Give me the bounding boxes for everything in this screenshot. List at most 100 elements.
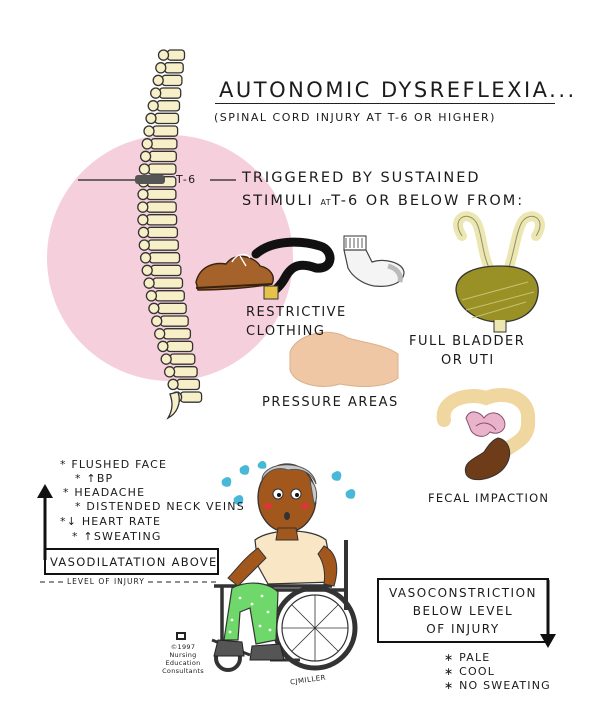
shoe-icon [195,253,274,291]
pressure-area-icon [289,331,399,387]
vertebra [179,391,203,403]
vertebra [152,125,179,137]
vertebra-process [163,366,176,378]
symptom-above-6: * ↑SWEATING [72,530,162,543]
vertebra [146,226,179,239]
vertebra [161,74,183,87]
vertebra-process [157,49,170,61]
trigger-line-1: TRIGGERED BY SUSTAINED [242,170,481,186]
vertebra [160,315,189,327]
vertebra-process [137,226,150,239]
vertebra-process [154,328,166,340]
vertebra-process [141,138,153,150]
symptom-above-3: * HEADACHE [63,486,146,499]
vertebra [150,264,182,277]
copyright-line-2: Nursing [169,651,197,659]
vertebra-process [139,252,152,264]
bladder-icon [453,211,545,333]
vertebra-process [143,277,155,289]
vertebra-process [137,188,149,201]
copyright-line-4: Consultants [162,667,204,675]
vertebra-process [148,302,160,315]
up-arrowhead [37,484,53,498]
symptom-below-3: ∗ NO SWEATING [444,679,551,692]
vertebra-process [160,353,172,365]
vertebra-process [145,112,157,125]
vertebra [166,49,186,61]
vertebra-process [143,125,155,137]
copyright-line-1: ©1997 [170,643,196,651]
tailbone [166,391,180,420]
level-of-injury-label: LEVEL OF INJURY [64,577,148,586]
vertebra [163,328,192,340]
belt-icon [251,237,335,300]
copyright-line-3: Education [165,659,201,667]
symptom-below-1: ∗ PALE [444,651,491,664]
vasoconstriction-label-2: BELOW LEVEL [412,604,514,618]
vertebra-process [138,239,150,251]
title-underline [215,103,555,104]
vertebra-process [145,290,158,302]
vertebra [147,163,177,175]
vertebra [154,112,180,125]
vertebra-process [167,378,179,391]
vasoconstriction-label-3: OF INJURY [426,622,500,636]
trigger-word-level: T-6 OR BELOW FROM: [331,193,525,209]
vertebra [147,239,179,251]
vertebra-process [138,163,151,175]
vertebra [172,366,198,378]
trigger-line-2: STIMULI ATT-6 OR BELOW FROM: [242,193,524,209]
vertebra [157,302,187,315]
vertebra [146,188,177,201]
vertebra-process [150,87,162,99]
symptom-above-4: * DISTENDED NECK VEINS [75,500,245,513]
sock-icon [343,235,405,287]
vertebra [176,378,201,391]
symptom-above-5: *↓ HEART RATE [60,515,162,528]
vertebra [152,277,184,289]
vertebra [159,87,182,99]
diagram-title: AUTONOMIC DYSREFLEXIA... [219,78,577,102]
vertebra [146,201,177,213]
vertebra [164,62,184,74]
vertebra [156,100,181,112]
publisher-logo-inner [178,634,184,638]
trigger-word-stimuli: STIMULI [242,193,314,209]
vertebra [169,353,196,365]
bladder-label-line-2: OR UTI [441,353,495,368]
vertebra-process [157,340,169,353]
vertebra-process [137,201,149,213]
spine-illustration [137,49,203,420]
pressure-areas-label: PRESSURE AREAS [262,395,399,410]
bowel-icon [436,388,536,481]
vertebra [150,138,178,150]
symptom-above-1: * FLUSHED FACE [60,458,168,471]
bladder-label-line-1: FULL BLADDER [409,334,526,349]
vertebra [154,290,185,302]
vasodilatation-box [44,548,219,575]
fecal-impaction-label: FECAL IMPACTION [428,491,550,505]
vertebra [148,150,177,163]
vertebra-process [147,100,159,112]
symptom-below-2: ∗ COOL [444,665,496,678]
t6-injury-mark [135,175,165,184]
vertebra-process [155,62,167,74]
vertebra [146,214,178,226]
down-arrowhead [540,634,556,648]
symptom-above-2: * ↑BP [75,472,114,485]
clothing-label-line-2: CLOTHING [246,324,326,339]
clothing-label-line-1: RESTRICTIVE [246,305,347,320]
vertebra-process [137,214,149,226]
diagram-subtitle: (SPINAL CORD INJURY AT T-6 OR HIGHER) [214,111,496,124]
vasodilatation-label: VASODILATATION ABOVE [50,555,218,569]
t6-level-label: T-6 [176,173,197,186]
vertebra [148,252,181,264]
sweat-drops [221,461,356,505]
vertebra-process [139,150,152,163]
vertebra-process [152,74,164,87]
vertebra [166,340,194,353]
patient-illustration [213,463,338,661]
trigger-word-at: AT [320,198,332,207]
